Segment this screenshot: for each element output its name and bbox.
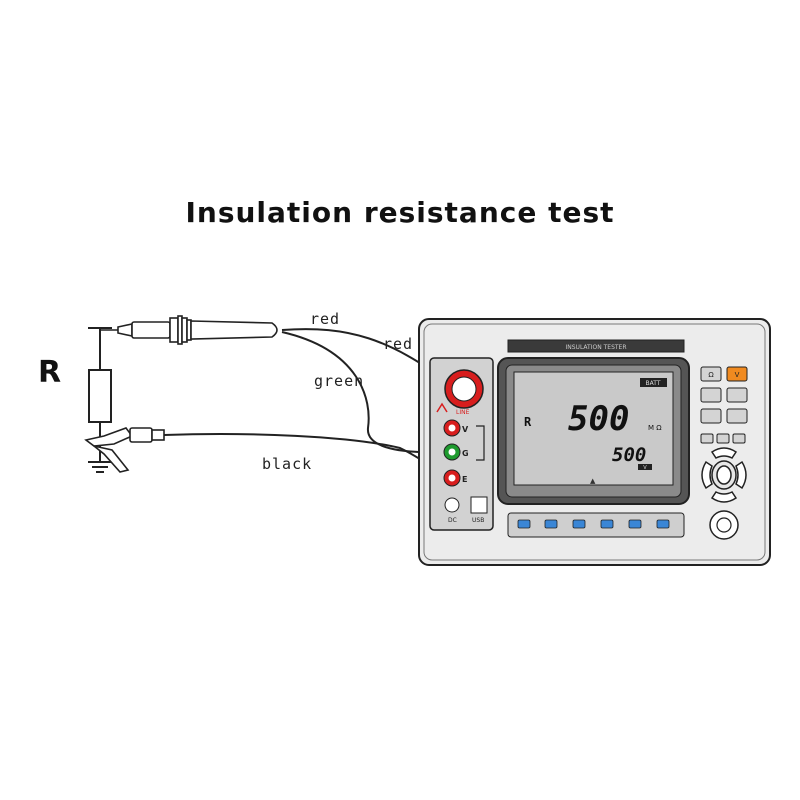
key-ohm[interactable] [700,366,722,382]
key-v[interactable] [726,366,748,382]
ground-icon [88,461,112,473]
key-small-3[interactable] [732,433,746,444]
lcd-mode: R [524,415,532,429]
terminal-e[interactable]: E [443,469,467,487]
wire-label-black: black [262,455,312,473]
softkey-5[interactable] [628,519,642,529]
terminal-g[interactable]: G [443,443,469,461]
wire-label-green: green [314,372,364,390]
lcd-main-unit: M Ω [648,424,662,432]
lcd-badge-text: BATT [646,380,661,387]
lcd-badge [640,378,667,387]
softkey-2[interactable] [544,519,558,529]
usb-port[interactable] [470,496,488,514]
lcd-indicator: ▲ [590,477,596,485]
terminal-g-label: G [462,449,469,458]
dc-port[interactable] [444,497,460,513]
resistor-label: R [38,355,61,390]
softkey-3[interactable] [572,519,586,529]
device-header-text: INSULATION TESTER [565,344,626,351]
warning-icon [436,402,448,413]
lcd-main-reading: 500 [568,399,629,439]
lcd-sub-reading: 500 [612,444,646,466]
navigation-pad[interactable] [701,447,747,503]
softkey-bar [507,512,685,538]
key-4[interactable] [726,387,748,403]
key-ohm-label: Ω [708,371,714,379]
terminal-v[interactable]: V [443,419,469,437]
terminal-bracket [476,425,485,461]
black-alligator-clip[interactable] [84,427,165,473]
wire-label-red-mid: red [383,335,413,353]
device-header [507,339,685,353]
usb-label: USB [472,517,484,524]
key-small-1[interactable] [700,433,714,444]
dc-label: DC [448,517,457,524]
softkey-6[interactable] [656,519,670,529]
key-6[interactable] [726,408,748,424]
wire-label-red-top: red [310,310,340,328]
terminal-e-label: E [462,475,467,484]
red-probe[interactable] [100,315,278,345]
insulation-tester: INSULATION TESTER LINE V G E DC USB [418,318,771,566]
terminal-v-label: V [462,425,469,434]
softkey-1[interactable] [517,519,531,529]
diagram-title: Insulation resistance test [185,196,615,229]
lcd-sub-unit: V [643,465,647,471]
softkey-4[interactable] [600,519,614,529]
key-5[interactable] [700,408,722,424]
key-3[interactable] [700,387,722,403]
key-small-2[interactable] [716,433,730,444]
line-label: LINE [456,409,470,416]
lcd-sub-unit-box [638,464,652,470]
key-v-label: V [735,371,740,379]
